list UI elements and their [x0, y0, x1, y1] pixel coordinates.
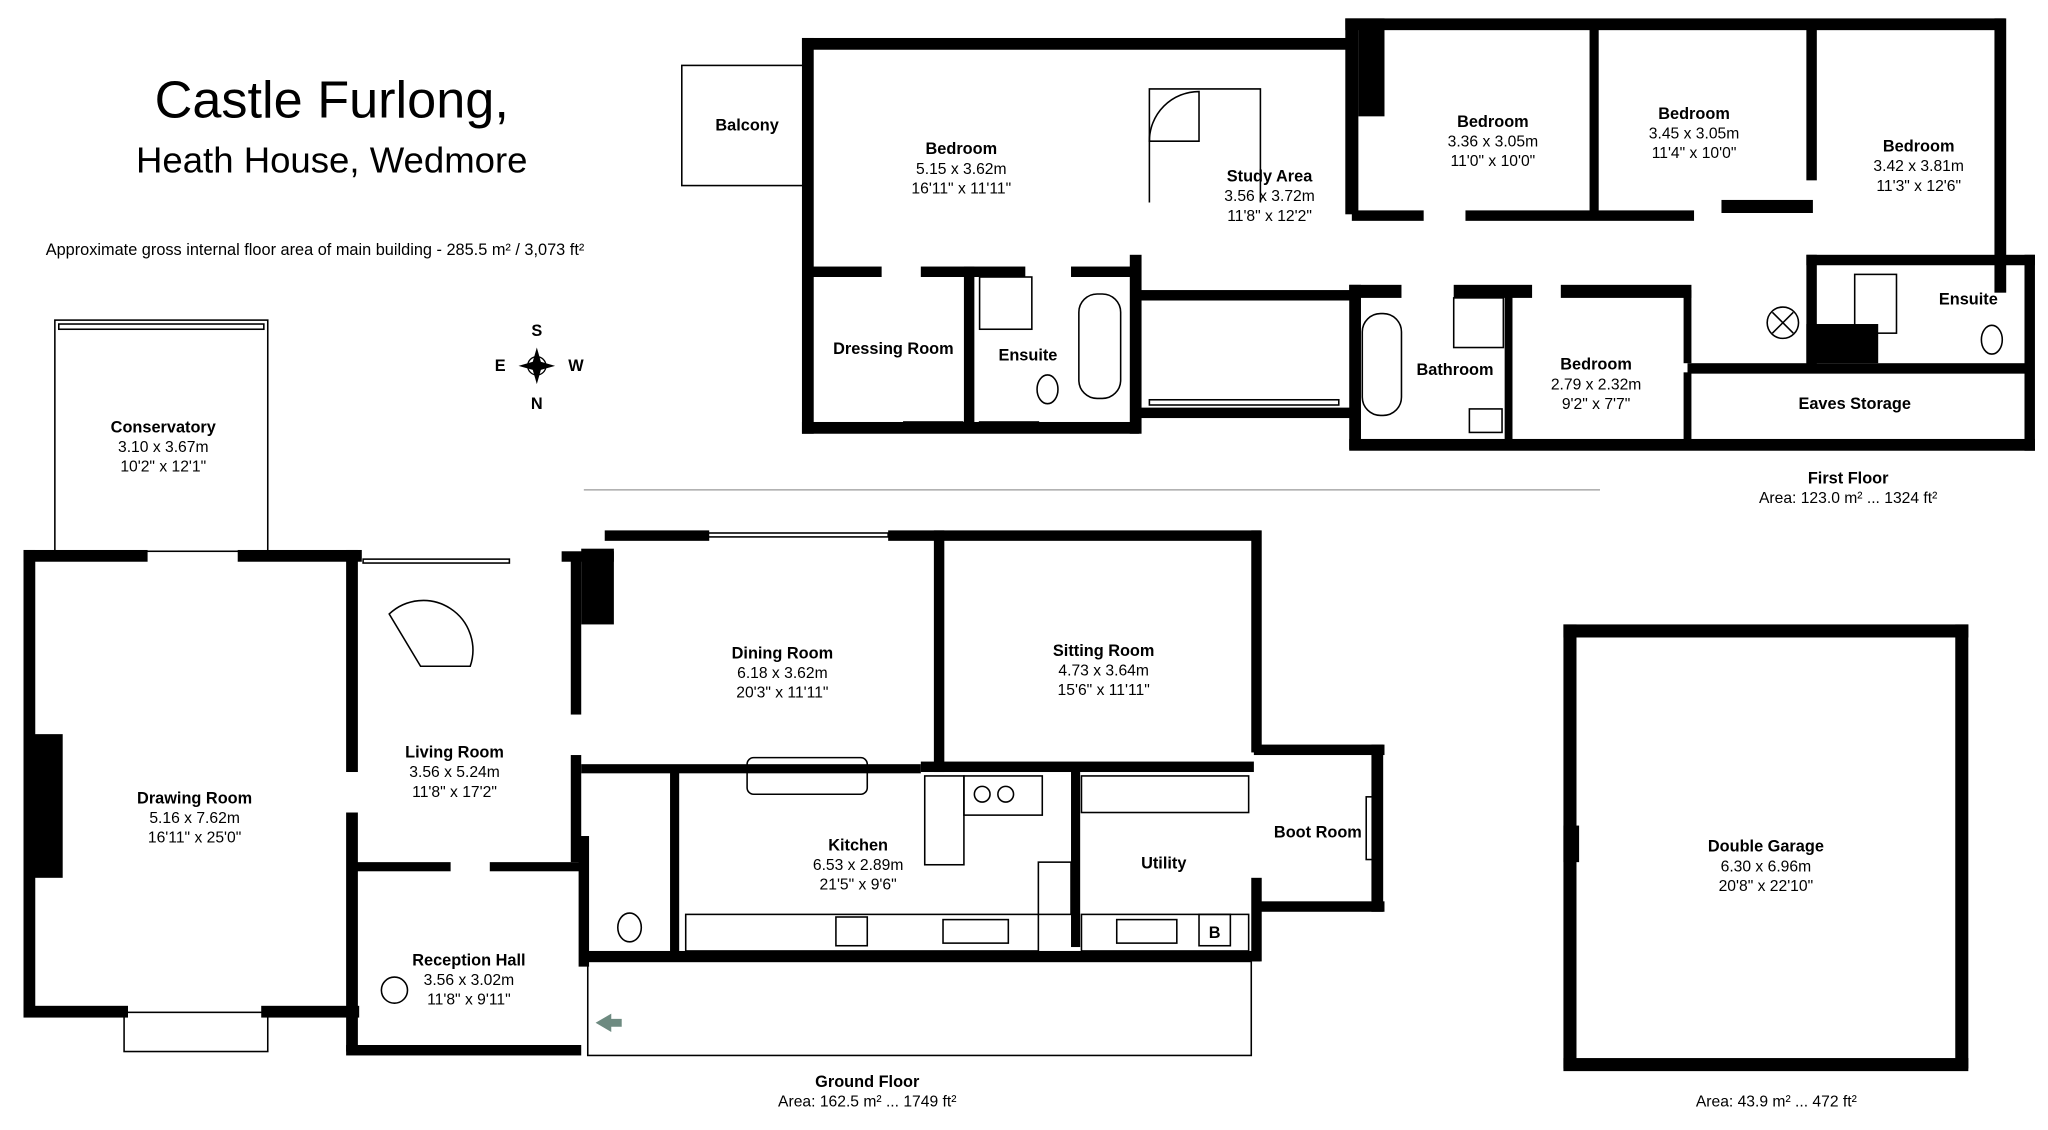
room-living-imperial: 11'8" x 17'2" — [412, 784, 497, 801]
room-bedroom5-imperial: 9'2" x 7'7" — [1562, 396, 1630, 413]
ground-floor-label: Ground Floor — [815, 1073, 920, 1091]
room-study-name: Study Area — [1227, 168, 1313, 186]
ground-floor-area: Area: 162.5 m² ... 1749 ft² — [778, 1093, 956, 1110]
garage-area: Area: 43.9 m² ... 472 ft² — [1696, 1093, 1857, 1110]
compass-s: S — [531, 322, 542, 340]
room-bedroom5-name: Bedroom — [1560, 356, 1632, 374]
first-floor-plan — [681, 18, 2035, 451]
room-bedroom-main-metric: 5.15 x 3.62m — [916, 161, 1007, 178]
room-bedroom3-metric: 3.45 x 3.05m — [1649, 126, 1740, 143]
room-bedroom4-imperial: 11'3" x 12'6" — [1876, 178, 1961, 195]
room-balcony-name: Balcony — [715, 117, 778, 135]
room-bedroom4-name: Bedroom — [1883, 138, 1955, 156]
room-dressing-name: Dressing Room — [833, 340, 954, 358]
room-boot-name: Boot Room — [1274, 823, 1362, 841]
first-floor-area: Area: 123.0 m² ... 1324 ft² — [1759, 490, 1937, 507]
ground-floor-plan — [23, 319, 1969, 1072]
room-sitting-imperial: 15'6" x 11'11" — [1058, 682, 1150, 699]
room-living-name: Living Room — [405, 744, 504, 762]
compass-rose-icon: S N E W — [495, 322, 584, 413]
room-drawing-name: Drawing Room — [137, 789, 252, 807]
room-bedroom-main-name: Bedroom — [926, 140, 998, 158]
room-kitchen-name: Kitchen — [828, 836, 888, 854]
room-sitting-metric: 4.73 x 3.64m — [1058, 662, 1149, 679]
room-conservatory-imperial: 10'2" x 12'1" — [120, 459, 206, 476]
room-study-metric: 3.56 x 3.72m — [1224, 188, 1315, 205]
room-conservatory-metric: 3.10 x 3.67m — [118, 439, 209, 456]
room-sitting-name: Sitting Room — [1053, 642, 1154, 660]
room-living-metric: 3.56 x 5.24m — [409, 764, 500, 781]
property-title: Castle Furlong, — [155, 72, 509, 130]
room-reception-metric: 3.56 x 3.02m — [424, 972, 515, 989]
room-reception-imperial: 11'8" x 9'11" — [427, 992, 511, 1009]
room-kitchen-metric: 6.53 x 2.89m — [813, 857, 904, 874]
compass-n: N — [531, 395, 543, 413]
room-eaves-name: Eaves Storage — [1798, 395, 1910, 413]
room-bedroom-main-imperial: 16'11" x 11'11" — [911, 180, 1011, 197]
gross-area-note: Approximate gross internal floor area of… — [46, 241, 585, 259]
room-bedroom3-name: Bedroom — [1658, 105, 1730, 123]
compass-e: E — [495, 357, 506, 375]
room-bathroom-name: Bathroom — [1417, 361, 1494, 379]
room-bedroom2-name: Bedroom — [1457, 113, 1529, 131]
room-ensuite1-name: Ensuite — [998, 347, 1057, 365]
room-bedroom2-metric: 3.36 x 3.05m — [1448, 133, 1539, 150]
room-kitchen-imperial: 21'5" x 9'6" — [820, 877, 897, 894]
room-ensuite2-name: Ensuite — [1939, 290, 1998, 308]
room-bedroom5-metric: 2.79 x 2.32m — [1551, 376, 1642, 393]
garage-metric: 6.30 x 6.96m — [1721, 858, 1812, 875]
property-subtitle: Heath House, Wedmore — [136, 140, 528, 181]
room-reception-name: Reception Hall — [412, 951, 525, 969]
room-dining-metric: 6.18 x 3.62m — [737, 665, 828, 682]
room-study-imperial: 11'8" x 12'2" — [1227, 208, 1312, 225]
room-utility-name: Utility — [1141, 855, 1186, 873]
room-drawing-metric: 5.16 x 7.62m — [149, 810, 240, 827]
garage-name: Double Garage — [1708, 838, 1824, 856]
boiler-label: B — [1209, 924, 1221, 942]
room-bedroom3-imperial: 11'4" x 10'0" — [1652, 145, 1737, 162]
room-conservatory-name: Conservatory — [111, 418, 216, 436]
room-bedroom2-imperial: 11'0" x 10'0" — [1451, 153, 1536, 170]
room-drawing-imperial: 16'11" x 25'0" — [148, 830, 241, 847]
room-dining-name: Dining Room — [732, 644, 833, 662]
room-dining-imperial: 20'3" x 11'11" — [736, 685, 828, 702]
garage-imperial: 20'8" x 22'10" — [1719, 878, 1814, 895]
entrance-arrow-icon — [595, 1013, 622, 1032]
compass-w: W — [568, 357, 584, 375]
room-bedroom4-metric: 3.42 x 3.81m — [1873, 158, 1964, 175]
first-floor-label: First Floor — [1808, 469, 1889, 487]
